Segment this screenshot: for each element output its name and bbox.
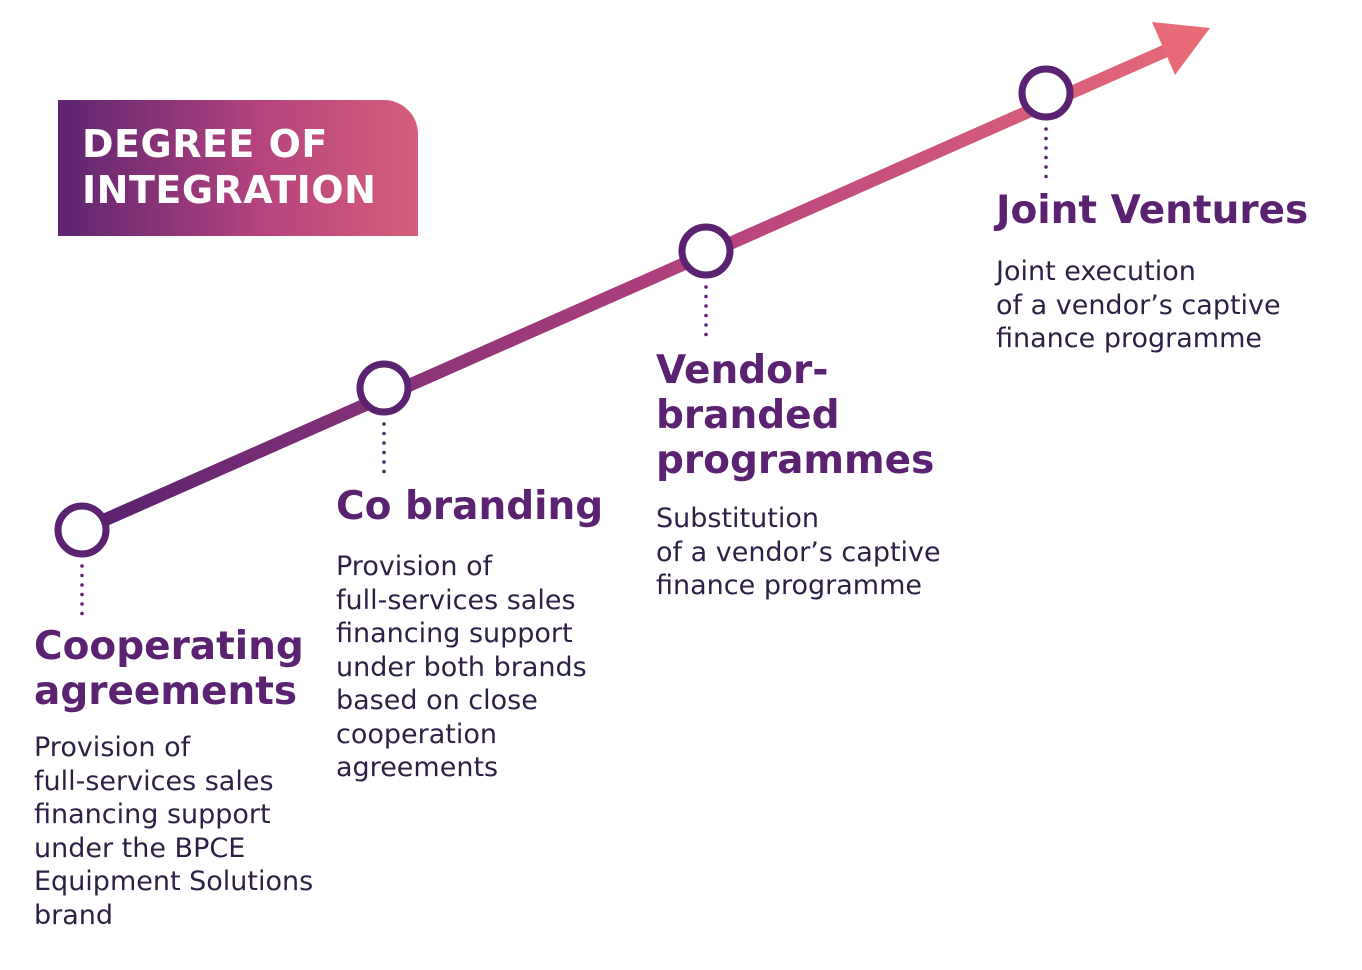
degree-of-integration-label: DEGREE OF INTEGRATION xyxy=(58,100,418,236)
stage-description-line: finance programme xyxy=(996,323,1262,354)
connector-dot xyxy=(80,592,84,597)
connector-dot xyxy=(1044,136,1048,141)
stage-description-line: based on close xyxy=(336,685,538,716)
arrow-head-icon xyxy=(1152,22,1210,75)
stage-description-line: cooperation xyxy=(336,718,497,750)
milestone-node-icon xyxy=(54,502,110,558)
stage-description-line: Provision of xyxy=(336,551,493,582)
connector-dot xyxy=(382,450,386,455)
stage-description-line: financing support xyxy=(336,618,573,649)
connector-dot xyxy=(704,285,708,289)
stage-heading: Cooperating xyxy=(34,624,304,669)
stage-heading: branded xyxy=(656,393,840,438)
connector-dot xyxy=(80,564,84,568)
stage-heading: agreements xyxy=(34,669,298,714)
connector-dot xyxy=(80,611,84,616)
stage-description-line: brand xyxy=(34,899,114,931)
connector-dot xyxy=(382,469,386,474)
progress-arrow-shaft xyxy=(79,42,1175,536)
stage-description-line: finance programme xyxy=(656,570,922,601)
connector-dot xyxy=(704,304,708,308)
connector-dot xyxy=(382,441,386,445)
stage-heading: Co branding xyxy=(336,484,604,529)
connector-dot xyxy=(382,460,386,464)
connector-dot xyxy=(382,422,386,426)
stage-description-line: Equipment Solutions xyxy=(34,866,314,897)
stage-heading: programmes xyxy=(656,438,935,483)
stage-description-line: full-services sales xyxy=(336,584,576,616)
connector-dot xyxy=(80,573,84,578)
connector-dot xyxy=(382,431,386,436)
stage-description-line: under the BPCE xyxy=(34,832,246,864)
stage-description-line: Substitution xyxy=(656,503,819,534)
stage-description-line: of a vendor’s captive xyxy=(656,536,941,568)
stage-description-line: agreements xyxy=(336,752,499,783)
stage-heading: Joint Ventures xyxy=(996,188,1309,233)
connector-dot xyxy=(1044,165,1048,169)
milestone-node-icon xyxy=(678,223,734,279)
stage-description-line: full-services sales xyxy=(34,765,274,797)
connector-dot xyxy=(704,313,708,318)
connector-dot xyxy=(80,602,84,606)
milestone-node-icon xyxy=(1018,65,1074,121)
stage-description-line: financing support xyxy=(34,799,271,830)
stage-description-line: Provision of xyxy=(34,732,191,763)
title-line-2: INTEGRATION xyxy=(82,168,377,212)
milestone-node-icon xyxy=(356,360,412,416)
title-line-1: DEGREE OF xyxy=(82,122,328,166)
stage-description-line: of a vendor’s captive xyxy=(996,289,1281,321)
connector-dot xyxy=(704,294,708,299)
connector-dot xyxy=(704,332,708,337)
connector-dot xyxy=(80,583,84,587)
connector-dot xyxy=(1044,127,1048,131)
connector-dot xyxy=(704,323,708,327)
stage-heading: Vendor- xyxy=(656,348,829,393)
connector-dot xyxy=(1044,146,1048,150)
connector-dot xyxy=(1044,174,1048,179)
connector-dot xyxy=(1044,155,1048,160)
stage-description-line: under both brands xyxy=(336,651,587,683)
stage-description-line: Joint execution xyxy=(996,256,1196,287)
